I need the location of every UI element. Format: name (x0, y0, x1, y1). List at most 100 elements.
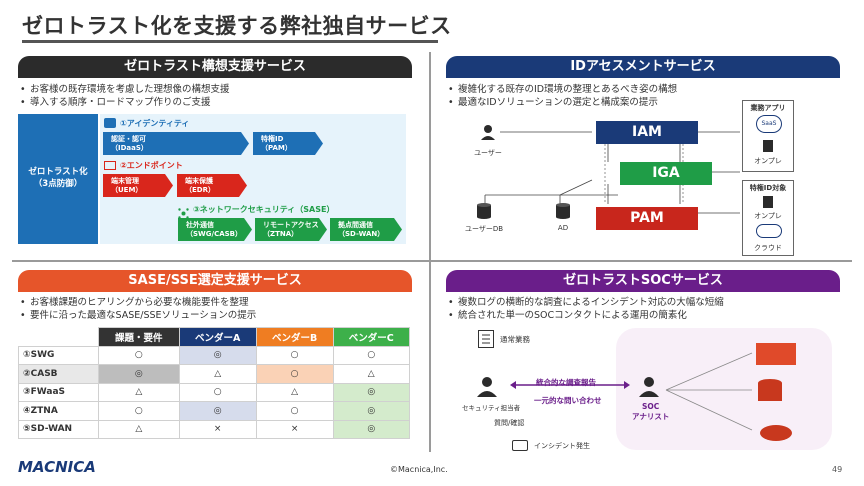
identity-label: ①アイデンティティ (120, 119, 190, 128)
pam-l2: （PAM） (261, 144, 292, 152)
zt-bullet-1: お客様の既存環境を考慮した理想像の構想支援 (18, 83, 230, 96)
ad-label: AD (557, 224, 569, 232)
ad-icon (556, 203, 570, 219)
cell-b: ○ (255, 345, 334, 365)
cell-b: ○ (255, 364, 334, 384)
page-number: 49 (832, 465, 843, 474)
row-label: ①SWG (18, 345, 99, 365)
cell-a: ○ (178, 382, 257, 402)
gyomu-label: 業務アプリ (750, 104, 786, 112)
copyright: ©Macnica,Inc. (390, 465, 448, 474)
laptop-icon (512, 440, 528, 451)
tsujo-label: 通常業務 (500, 335, 530, 344)
sase-bullets: お客様課題のヒアリングから必要な機能要件を整理 要件に沿った最適なSASE/SS… (18, 296, 256, 322)
cell-b: × (255, 419, 334, 439)
soc-analyst-icon (638, 375, 660, 397)
onpre-label-2: オンプレ (754, 212, 782, 220)
soc-bullets: 複数ログの横断的な調査によるインシデント対応の大幅な短縮 統合された単一のSOC… (446, 296, 724, 322)
table-row: ②CASB ◎ △ ○ △ (18, 364, 411, 384)
endpoint-label: ②エンドポイント (120, 161, 183, 170)
title-underline (22, 40, 438, 43)
iga-box: IGA (620, 162, 712, 185)
endpoint-item-edr: 端末保護（EDR） (177, 174, 247, 197)
userdb-label: ユーザーDB (464, 225, 504, 233)
row-label: ④ZTNA (18, 401, 99, 421)
saas-cloud-icon: SaaS (756, 115, 782, 133)
user-label: ユーザー (474, 149, 502, 157)
cell-req: △ (98, 419, 180, 439)
th-vendor-c: ベンダーC (332, 327, 411, 347)
soc-exchange-arrows (510, 381, 630, 389)
network-label: ③ネットワークセキュリティ（SASE） (193, 205, 335, 214)
zt-section-header: ゼロトラスト構想支援サービス (18, 56, 412, 78)
vendor-table: 課題・要件 ベンダーA ベンダーB ベンダーC ①SWG ○ ◎ ○ ○ ②CA… (18, 327, 411, 439)
cell-req: ○ (98, 345, 180, 365)
cloud-icon (756, 224, 782, 238)
sase-bullet-1: お客様課題のヒアリングから必要な機能要件を整理 (18, 296, 256, 309)
swg-l1: 社外通信 (186, 221, 214, 229)
cell-a: ◎ (178, 345, 257, 365)
edr-l2: （EDR） (185, 186, 215, 194)
network-item-swg: 社外通信（SWG/CASB） (178, 218, 252, 241)
cell-req: ○ (98, 401, 180, 421)
onpre-server-icon-2 (763, 196, 773, 208)
cell-c: ◎ (332, 419, 411, 439)
id-section-header: IDアセスメントサービス (446, 56, 840, 78)
shitsumon-label: 質問/確認 (494, 419, 525, 427)
endpoint-icon (104, 161, 116, 170)
row-label: ⑤SD-WAN (18, 419, 99, 439)
th-vendor-b: ベンダーB (255, 327, 334, 347)
sase-bullet-2: 要件に沿った最適なSASE/SSEソリューションの提示 (18, 309, 256, 322)
network-item-sdwan: 拠点間通信（SD-WAN） (330, 218, 402, 241)
row-label: ②CASB (18, 364, 99, 384)
zt-left-label: ゼロトラスト化 （3点防御） (18, 114, 98, 244)
macnica-logo: MACNICA (18, 458, 96, 476)
cell-c: ◎ (332, 382, 411, 402)
cell-c: ○ (332, 345, 411, 365)
tokken-label: 特権ID対象 (749, 184, 787, 192)
identity-item-idaas: 認証・認可（IDaaS） (103, 132, 249, 155)
corner-cell (18, 327, 99, 346)
userdb-icon (477, 203, 491, 219)
sase-section-header: SASE/SSE選定支援サービス (18, 270, 412, 292)
table-row: ⑤SD-WAN △ × × ◎ (18, 419, 411, 439)
uem-l1: 端末管理 (111, 177, 139, 185)
onpre-label-1: オンプレ (754, 157, 782, 165)
identity-icon (104, 118, 116, 128)
page-title: ゼロトラスト化を支援する弊社独自サービス (22, 14, 452, 38)
gyomu-app-box (742, 100, 794, 172)
vertical-divider (429, 52, 431, 452)
edr-l1: 端末保護 (185, 177, 213, 185)
network-icon (178, 204, 189, 219)
ztna-l1: リモートアクセス (263, 221, 319, 229)
security-staff-icon (476, 375, 498, 397)
row-label: ③FWaaS (18, 382, 99, 402)
sdwan-l1: 拠点間通信 (338, 221, 373, 229)
cell-b: △ (255, 382, 334, 402)
soc-bullet-1: 複数ログの横断的な調査によるインシデント対応の大幅な短縮 (446, 296, 724, 309)
checklist-icon (478, 330, 494, 348)
id-bullets: 複雑化する既存のID環境の整理とあるべき姿の構想 最適なIDソリューションの選定… (446, 83, 677, 109)
zt-bullets: お客様の既存環境を考慮した理想像の構想支援 導入する順序・ロードマップ作りのご支… (18, 83, 230, 109)
id-bullet-1: 複雑化する既存のID環境の整理とあるべき姿の構想 (446, 83, 677, 96)
network-item-ztna: リモートアクセス（ZTNA） (255, 218, 327, 241)
tanto-label: セキュリティ担当者 (462, 404, 521, 412)
cloud-label: クラウド (754, 244, 782, 252)
uem-l2: （UEM） (111, 186, 143, 194)
soc-log-arrows (665, 343, 796, 441)
horizontal-divider (12, 260, 852, 262)
incident-label: インシデント発生 (534, 442, 590, 450)
soc-section-header: ゼロトラストSOCサービス (446, 270, 840, 292)
cell-b: ○ (255, 401, 334, 421)
cell-c: △ (332, 364, 411, 384)
toiawase-label: 一元的な問い合わせ (534, 396, 602, 405)
tokken-target-box (742, 180, 794, 256)
table-row: ③FWaaS △ ○ △ ◎ (18, 382, 411, 402)
th-requirement: 課題・要件 (98, 327, 180, 347)
cell-a: △ (178, 364, 257, 384)
idaas-l2: （IDaaS） (111, 144, 148, 152)
th-vendor-a: ベンダーA (178, 327, 257, 347)
table-row: ①SWG ○ ◎ ○ ○ (18, 345, 411, 365)
cell-req: △ (98, 382, 180, 402)
cell-a: × (178, 419, 257, 439)
